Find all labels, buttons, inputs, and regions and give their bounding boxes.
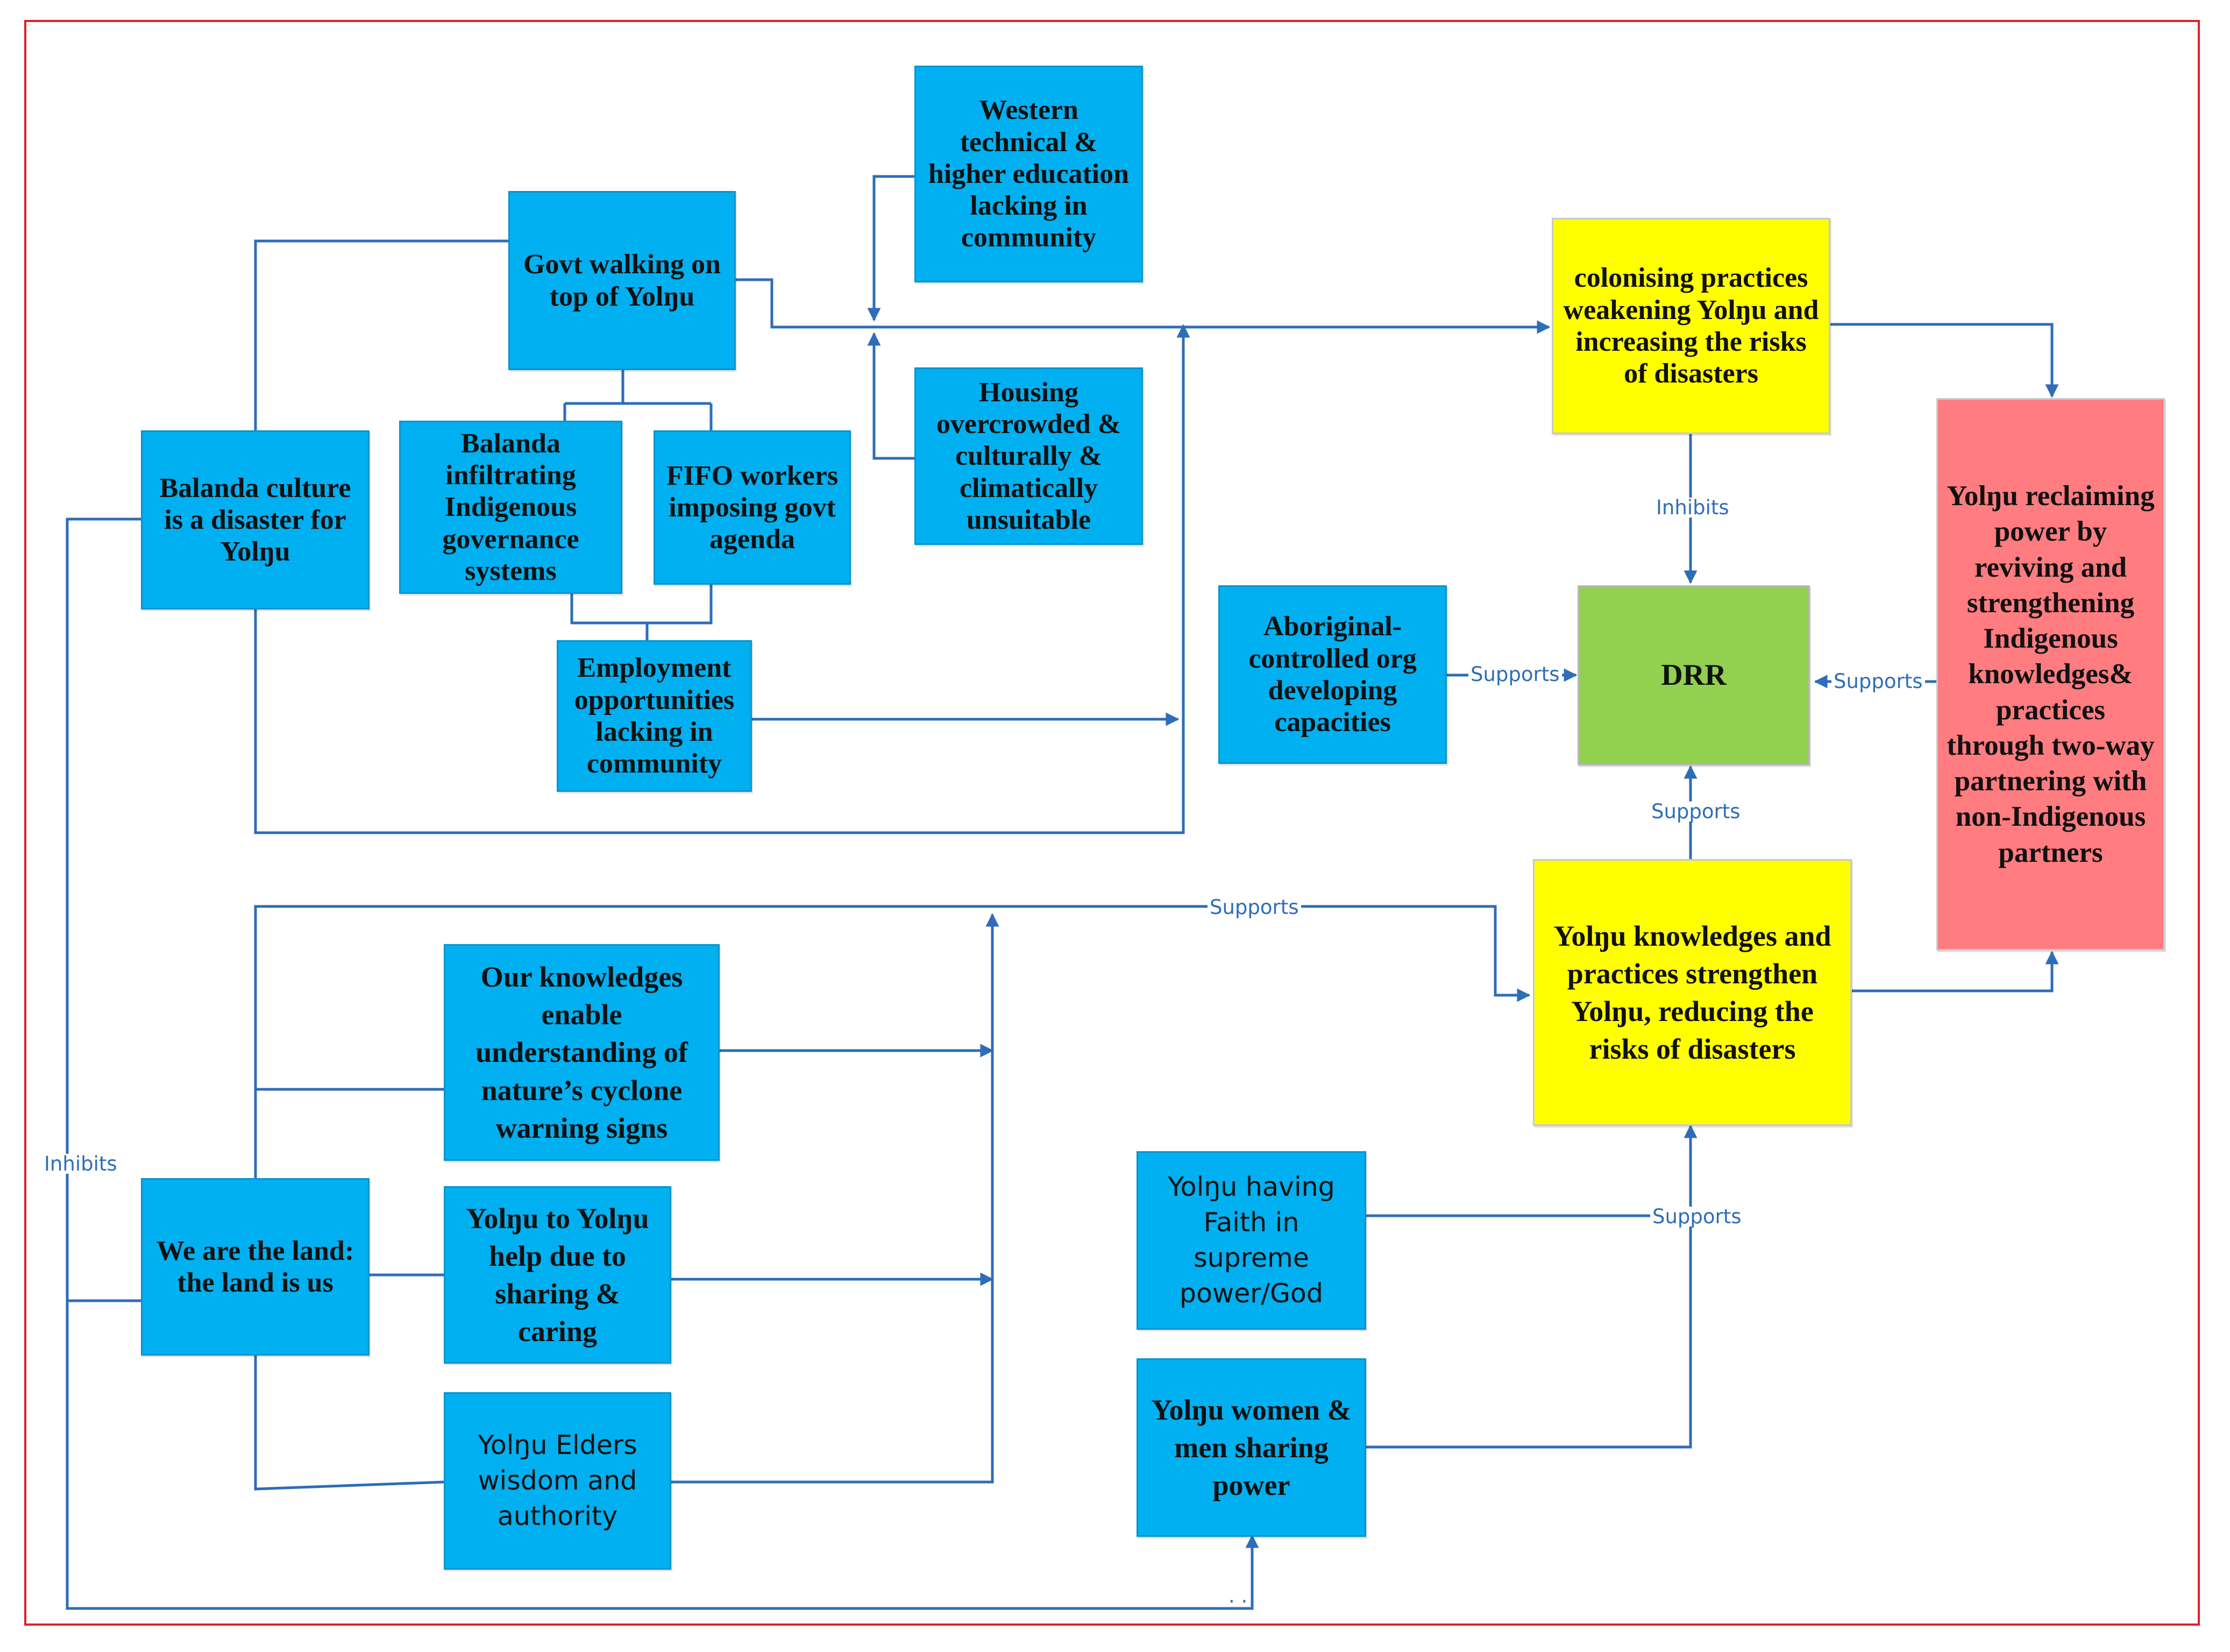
edge-govt-to-colonising (736, 278, 1551, 334)
label-dots: . . (1228, 1584, 1248, 1607)
edge-faith-to-knowledges (1366, 1124, 1698, 1217)
node-employment-text: Employment opportunities lacking in comm… (574, 653, 735, 779)
edge-upper-supports (992, 905, 1531, 1002)
edge-sub-to-employment (570, 585, 713, 640)
edge-balanda-culture-loop (254, 324, 1190, 834)
node-help-sharing-text: Yolŋu to Yolŋu help due to sharing & car… (466, 1202, 649, 1348)
label-supports-faith: Supports (1650, 1207, 1744, 1226)
node-western-education-text: Western technical & higher education lac… (928, 95, 1130, 253)
edge-elders (254, 914, 992, 1491)
node-balanda-infiltrating: Balanda infiltrating Indigenous governan… (399, 421, 622, 594)
node-colonising-text: colonising practices weakening Yolŋu and… (1563, 263, 1819, 389)
edge-women-to-knowledges (1366, 1216, 1692, 1449)
edge-colonising-to-reclaiming (1829, 323, 2059, 398)
node-drr-text: DRR (1661, 658, 1727, 692)
node-aboriginal-org: Aboriginal-controlled org developing cap… (1218, 585, 1447, 764)
label-supports-reclaiming: Supports (1831, 671, 1925, 691)
edge-balanda-culture-to-govt (254, 239, 508, 430)
label-inhibits-top: Inhibits (1654, 498, 1731, 517)
node-aboriginal-org-text: Aboriginal-controlled org developing cap… (1248, 611, 1417, 738)
node-our-knowledges-text: Our knowledges enable understanding of n… (475, 961, 688, 1144)
node-help-sharing: Yolŋu to Yolŋu help due to sharing & car… (444, 1186, 671, 1364)
node-reclaiming-text: Yolŋu reclaiming power by reviving and s… (1947, 480, 2155, 868)
edge-our-knowledges (255, 1051, 992, 1091)
label-supports-knowledges-drr: Supports (1649, 802, 1743, 821)
node-elders: Yolŋu Elders wisdom and authority (444, 1392, 671, 1570)
node-fifo-workers-text: FIFO workers imposing govt agenda (666, 460, 839, 555)
node-our-knowledges: Our knowledges enable understanding of n… (444, 944, 720, 1161)
node-women-men: Yolŋu women & men sharing power (1137, 1358, 1366, 1537)
edge-inhibits-left (66, 517, 1259, 1610)
edge-housing-to-main (867, 332, 914, 460)
node-land-is-us: We are the land: the land is us (141, 1178, 370, 1356)
node-fifo-workers: FIFO workers imposing govt agenda (654, 430, 851, 585)
edge-govt-to-sub (563, 370, 713, 430)
node-colonising: colonising practices weakening Yolŋu and… (1552, 218, 1830, 434)
edge-western-to-main (867, 175, 914, 322)
diagram-frame (24, 20, 2200, 1626)
label-inhibits-left: Inhibits (42, 1154, 119, 1174)
edge-help-sharing (369, 1275, 992, 1279)
label-supports-upper: Supports (1208, 897, 1301, 917)
node-govt-walking-text: Govt walking on top of Yolŋu (523, 249, 721, 312)
node-drr: DRR (1578, 585, 1810, 765)
edge-land-trunk (254, 905, 992, 1178)
node-yolngu-knowledges-text: Yolŋu knowledges and practices strengthe… (1553, 919, 1831, 1066)
label-supports-aboriginal: Supports (1468, 664, 1562, 684)
node-yolngu-knowledges: Yolŋu knowledges and practices strengthe… (1533, 859, 1852, 1126)
node-housing: Housing overcrowded & culturally & clima… (914, 367, 1143, 545)
node-housing-text: Housing overcrowded & culturally & clima… (936, 377, 1121, 535)
node-faith-text: Yolŋu having Faith in supreme power/God (1168, 1171, 1335, 1309)
edge-knowledges-to-reclaiming (1850, 951, 2059, 992)
node-balanda-culture-text: Balanda culture is a disaster for Yolŋu (159, 472, 351, 568)
node-land-is-us-text: We are the land: the land is us (156, 1235, 354, 1298)
node-faith: Yolŋu having Faith in supreme power/God (1137, 1151, 1366, 1330)
node-elders-text: Yolŋu Elders wisdom and authority (478, 1429, 637, 1532)
node-govt-walking: Govt walking on top of Yolŋu (508, 191, 736, 370)
node-balanda-infiltrating-text: Balanda infiltrating Indigenous governan… (442, 428, 579, 586)
node-reclaiming: Yolŋu reclaiming power by reviving and s… (1936, 398, 2165, 951)
node-western-education: Western technical & higher education lac… (914, 66, 1143, 282)
node-women-men-text: Yolŋu women & men sharing power (1151, 1393, 1352, 1502)
node-employment: Employment opportunities lacking in comm… (557, 640, 752, 792)
node-balanda-culture: Balanda culture is a disaster for Yolŋu (141, 430, 370, 609)
